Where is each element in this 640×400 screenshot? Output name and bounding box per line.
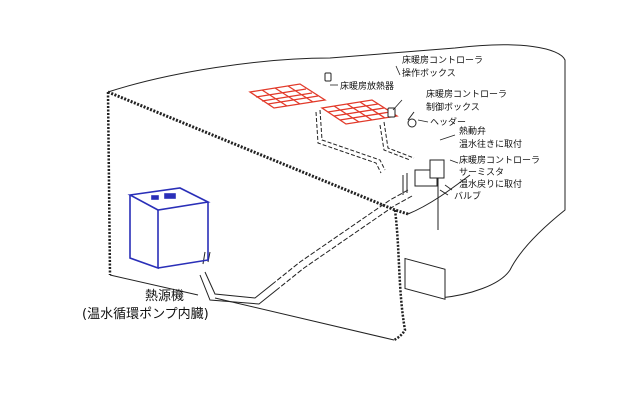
floor-radiator-panels (248, 83, 399, 125)
thermistor-label-1: 床暖房コントローラ (459, 154, 540, 166)
building-structure (106, 44, 566, 342)
heat-source-label-2: (温水循環ポンプ内臓) (82, 306, 209, 322)
radiator-panel-right (320, 99, 399, 125)
operation-box-icon (324, 72, 332, 82)
piping (199, 109, 415, 305)
control-box-label-2: 制御ボックス (426, 101, 480, 113)
operation-box-label-1: 床暖房コントローラ (402, 54, 483, 66)
leader-lines (330, 65, 459, 191)
thermal-valve-label-2: 温水往きに取付 (459, 138, 522, 150)
header-valve-cluster (404, 111, 449, 300)
header-label: ヘッダー (430, 116, 466, 128)
thermistor-label-2: サーミスタ (459, 167, 504, 178)
operation-box-label-2: 操作ボックス (402, 67, 456, 79)
valve-label: バルブ (454, 190, 481, 202)
floor-radiator-label: 床暖房放熱器 (340, 80, 394, 92)
control-box-icon (387, 107, 396, 118)
control-box-label-1: 床暖房コントローラ (426, 88, 507, 100)
controller-boxes (324, 72, 396, 118)
thermal-valve-label-1: 熱動弁 (459, 125, 486, 137)
heat-source-unit (127, 187, 211, 270)
header-icon (407, 118, 417, 128)
heat-source-label-1: 熱源機 (145, 289, 184, 304)
thermistor-label-3: 温水戻りに取付 (459, 178, 522, 190)
radiator-panel-left (248, 83, 327, 109)
